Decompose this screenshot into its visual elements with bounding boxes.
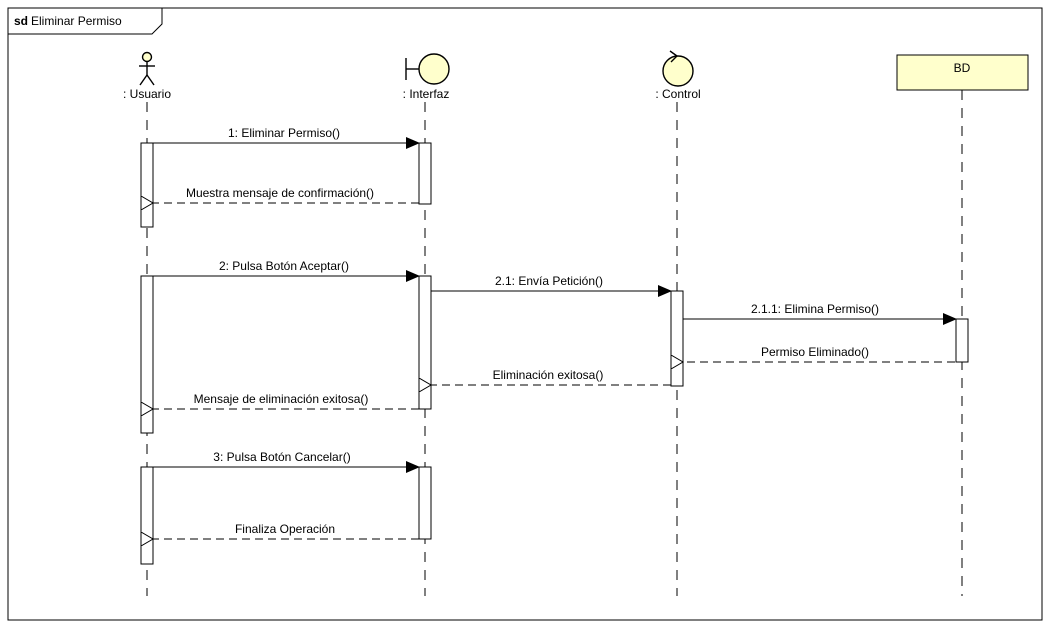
message-label: 2: Pulsa Botón Aceptar() bbox=[219, 259, 349, 273]
activation-usuario-2 bbox=[140, 275, 154, 434]
message-label: 2.1: Envía Petición() bbox=[495, 274, 603, 288]
lifeline-label-usuario: : Usuario bbox=[123, 87, 171, 101]
lifeline-label-interfaz: : Interfaz bbox=[403, 87, 450, 101]
activation-interfaz-3 bbox=[418, 466, 432, 540]
activation-control-1 bbox=[670, 290, 684, 387]
message-label: Eliminación exitosa() bbox=[493, 368, 604, 382]
message-label: Muestra mensaje de confirmación() bbox=[186, 186, 374, 200]
activation-usuario-1 bbox=[140, 142, 154, 228]
activation-interfaz-1 bbox=[418, 142, 432, 205]
message-label: 2.1.1: Elimina Permiso() bbox=[751, 302, 879, 316]
lifeline-label-bd: BD bbox=[954, 61, 971, 75]
message-label: Mensaje de eliminación exitosa() bbox=[194, 392, 369, 406]
activation-usuario-3 bbox=[140, 466, 154, 565]
message-label: 1: Eliminar Permiso() bbox=[228, 126, 340, 140]
actor-icon bbox=[139, 51, 155, 86]
boundary-icon bbox=[405, 53, 450, 85]
message-label: Permiso Eliminado() bbox=[761, 345, 869, 359]
activation-bd-1 bbox=[955, 318, 969, 363]
bd-lifeline-box bbox=[896, 54, 1029, 91]
control-icon bbox=[662, 50, 694, 87]
message-label: Finaliza Operación bbox=[235, 522, 335, 536]
diagram-frame bbox=[7, 7, 1043, 621]
lifeline-label-control: : Control bbox=[655, 87, 700, 101]
frame-name: Eliminar Permiso bbox=[31, 14, 122, 28]
frame-keyword: sd bbox=[14, 14, 28, 28]
frame-tab bbox=[8, 8, 163, 35]
activation-interfaz-2 bbox=[418, 275, 432, 410]
message-label: 3: Pulsa Botón Cancelar() bbox=[213, 450, 350, 464]
